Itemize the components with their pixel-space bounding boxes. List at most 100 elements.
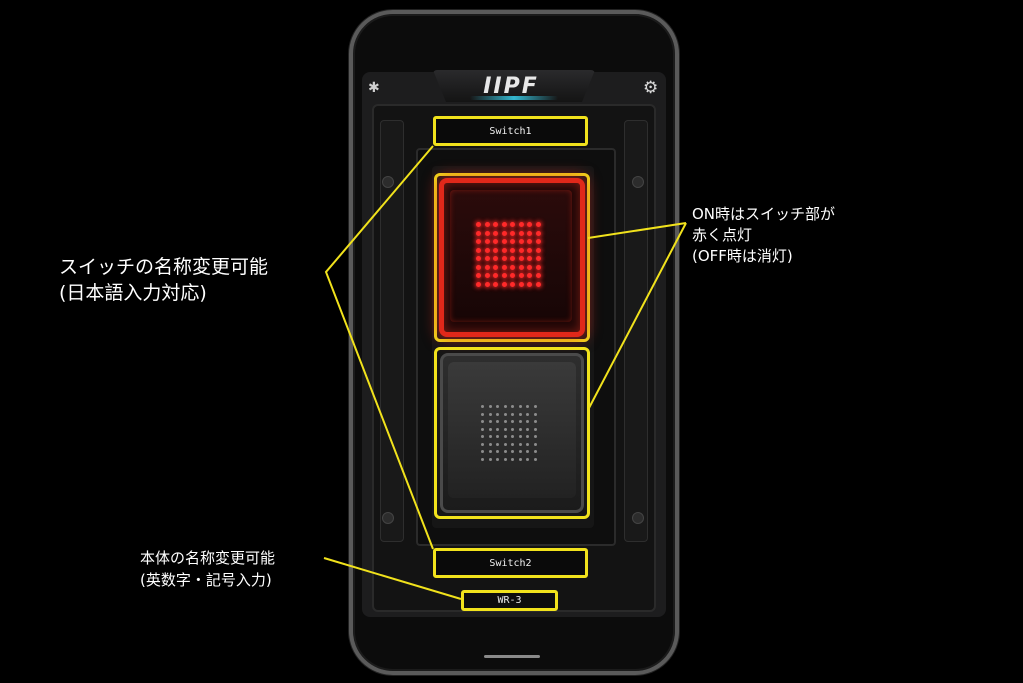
led-dot: [510, 239, 515, 244]
grip-dot: [526, 435, 529, 438]
led-dot: [501, 273, 507, 278]
grip-dot: [511, 457, 514, 461]
on-light-line1: ON時はスイッチ部が: [692, 205, 836, 223]
grip-dot: [533, 435, 537, 438]
grip-dot: [518, 405, 522, 408]
led-dot: [518, 239, 524, 244]
left-rail: [380, 120, 404, 542]
grip-dot: [511, 420, 514, 423]
grip-dot: [518, 427, 522, 431]
led-dot: [484, 281, 490, 287]
grip-dot: [488, 420, 492, 423]
bolt: [382, 176, 394, 188]
switch2-highlight: [434, 347, 590, 519]
led-dot: [510, 273, 515, 278]
led-dot: [527, 239, 532, 244]
on-light-pointer-bottom: [588, 222, 687, 409]
grip-dot: [488, 450, 492, 453]
led-dot: [476, 247, 481, 253]
led-dot: [476, 281, 481, 287]
grip-dot: [526, 405, 529, 408]
switch1-led-grid: [476, 222, 546, 292]
grip-dot: [511, 442, 514, 446]
grip-dot: [481, 412, 484, 416]
switch1-highlight: [434, 173, 590, 342]
led-dot: [518, 281, 524, 287]
bolt: [632, 512, 644, 524]
led-dot: [484, 239, 490, 244]
led-dot: [501, 256, 507, 261]
grip-dot: [488, 427, 492, 431]
led-dot: [510, 247, 515, 253]
device-rename-pointer: [323, 557, 462, 600]
led-dot: [510, 222, 515, 227]
grip-dot: [533, 405, 537, 408]
led-dot: [527, 273, 532, 278]
led-dot: [484, 273, 490, 278]
led-dot: [476, 230, 481, 236]
led-dot: [535, 264, 541, 270]
led-dot: [518, 273, 524, 278]
bolt: [382, 512, 394, 524]
led-dot: [493, 239, 498, 244]
switch2-name-field[interactable]: Switch2: [433, 548, 588, 578]
right-rail: [624, 120, 648, 542]
led-dot: [510, 256, 515, 261]
led-dot: [484, 256, 490, 261]
led-dot: [493, 281, 498, 287]
led-dot: [476, 256, 481, 261]
grip-dot: [503, 412, 507, 416]
grip-dot: [503, 442, 507, 446]
led-dot: [501, 230, 507, 236]
led-dot: [527, 264, 532, 270]
switch2-dot-grid: [481, 405, 541, 465]
grip-dot: [496, 442, 499, 446]
grip-dot: [503, 435, 507, 438]
led-dot: [501, 239, 507, 244]
grip-dot: [503, 427, 507, 431]
bolt: [632, 176, 644, 188]
led-dot: [493, 273, 498, 278]
gear-icon[interactable]: ⚙: [643, 78, 659, 98]
header-glow: [470, 96, 558, 100]
grip-dot: [518, 442, 522, 446]
device-rename-line1: 本体の名称変更可能: [140, 549, 276, 567]
led-dot: [518, 230, 524, 236]
grip-dot: [518, 450, 522, 453]
grip-dot: [496, 420, 499, 423]
on-light-pointer-top: [587, 222, 687, 239]
grip-dot: [496, 405, 499, 408]
grip-dot: [526, 412, 529, 416]
grip-dot: [511, 450, 514, 453]
led-dot: [484, 222, 490, 227]
grip-dot: [511, 412, 514, 416]
led-dot: [535, 239, 541, 244]
led-dot: [501, 222, 507, 227]
grip-dot: [488, 435, 492, 438]
led-dot: [476, 273, 481, 278]
led-dot: [510, 264, 515, 270]
led-dot: [493, 230, 498, 236]
home-indicator[interactable]: [484, 655, 540, 658]
led-dot: [535, 281, 541, 287]
led-dot: [527, 222, 532, 227]
grip-dot: [518, 457, 522, 461]
led-dot: [493, 247, 498, 253]
led-dot: [484, 230, 490, 236]
grip-dot: [503, 450, 507, 453]
grip-dot: [481, 420, 484, 423]
grip-dot: [496, 450, 499, 453]
led-dot: [527, 247, 532, 253]
on-light-line3: (OFF時は消灯): [692, 247, 793, 265]
led-dot: [535, 230, 541, 236]
grip-dot: [533, 412, 537, 416]
grip-dot: [481, 450, 484, 453]
switch1-name-field[interactable]: Switch1: [433, 116, 588, 146]
grip-dot: [496, 427, 499, 431]
grip-dot: [496, 412, 499, 416]
bluetooth-icon[interactable]: ✱: [368, 80, 380, 96]
grip-dot: [481, 457, 484, 461]
grip-dot: [533, 420, 537, 423]
device-name-field[interactable]: WR-3: [461, 590, 558, 611]
led-dot: [518, 264, 524, 270]
